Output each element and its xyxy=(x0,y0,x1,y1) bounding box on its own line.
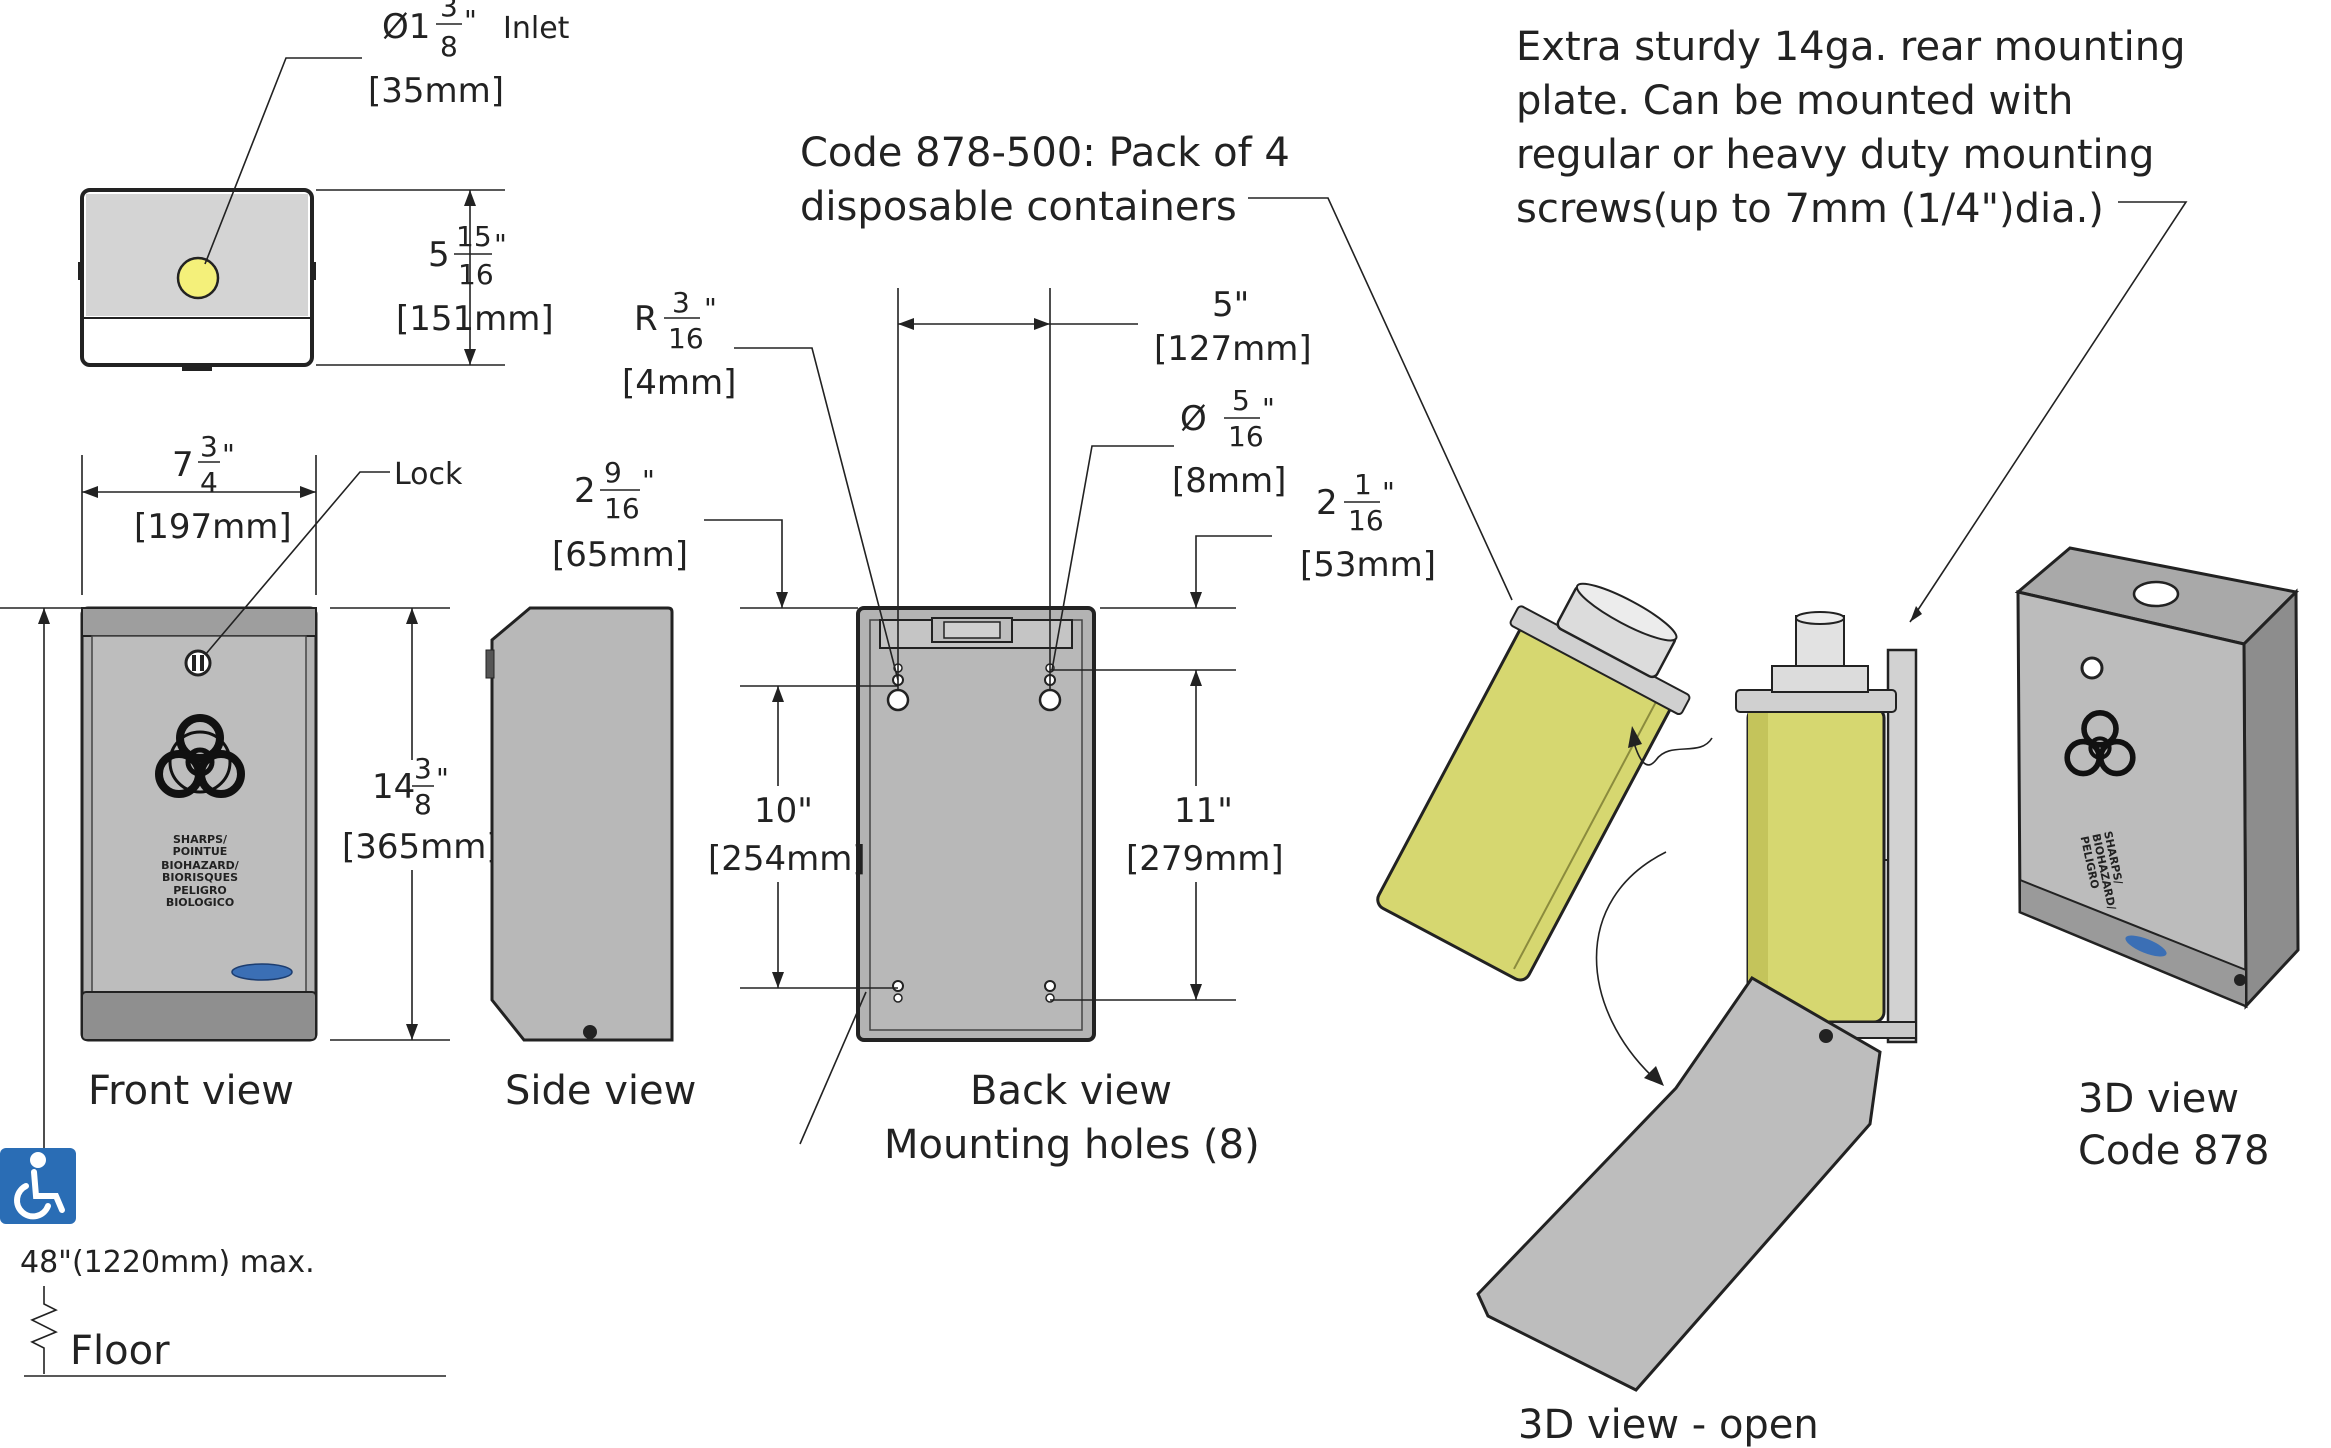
inlet-label: Inlet xyxy=(503,11,570,46)
svg-text:4: 4 xyxy=(200,466,218,499)
mounting-height: 48"(1220mm) max. Floor xyxy=(0,607,446,1377)
svg-text:": " xyxy=(494,228,507,261)
svg-text:16: 16 xyxy=(668,322,704,355)
biohazard-icon xyxy=(155,714,245,798)
front-view: SHARPS/ POINTUE BIOHAZARD/ BIORISQUES PE… xyxy=(80,430,500,1114)
inlet-circle xyxy=(176,256,220,300)
hole-dia-whole: Ø xyxy=(1180,399,1207,439)
svg-text:": " xyxy=(1382,476,1395,509)
inner-height-mm: [254mm] xyxy=(708,839,866,879)
svg-text:3: 3 xyxy=(414,752,432,785)
svg-text:Code 878-500: Pack of 4: Code 878-500: Pack of 4 xyxy=(800,130,1290,176)
inlet-leader xyxy=(204,57,362,265)
back-view-label: Back view xyxy=(970,1068,1172,1114)
inner-height: 10" xyxy=(754,791,813,831)
svg-text:Extra sturdy 14ga. rear mounti: Extra sturdy 14ga. rear mounting xyxy=(1516,24,2185,70)
svg-text:BIOLOGICO: BIOLOGICO xyxy=(166,896,234,909)
radius-whole: R xyxy=(634,299,658,339)
inlet-dia-prefix: Ø1 xyxy=(382,7,430,47)
svg-text:": " xyxy=(436,762,449,795)
open-3d-view: 3D view - open xyxy=(1376,582,1918,1448)
mounting-holes-label: Mounting holes (8) xyxy=(884,1122,1260,1168)
outer-height: 11" xyxy=(1174,791,1233,831)
front-height-whole: 14 xyxy=(372,767,415,807)
svg-text:9: 9 xyxy=(604,456,622,489)
view-3d-label: 3D view xyxy=(2078,1076,2239,1122)
side-view: Side view 2 9 16 " [65mm] xyxy=(485,456,788,1114)
svg-text:SHARPS/: SHARPS/ xyxy=(173,833,228,846)
max-height-label: 48"(1220mm) max. xyxy=(20,1245,315,1280)
top-height-mm: [151mm] xyxy=(396,299,554,339)
svg-text:16: 16 xyxy=(1348,504,1384,537)
top-offset-mm: [53mm] xyxy=(1300,545,1436,585)
side-depth-mm: [65mm] xyxy=(552,535,688,575)
svg-text:3: 3 xyxy=(672,286,690,319)
inlet-den: 8 xyxy=(440,30,458,63)
floor-label: Floor xyxy=(70,1328,170,1374)
svg-text:": " xyxy=(1262,392,1275,425)
svg-text:5: 5 xyxy=(1232,384,1250,417)
mounting-hole xyxy=(1044,980,1056,992)
svg-text:POINTUE: POINTUE xyxy=(173,845,228,858)
front-width-mm: [197mm] xyxy=(134,507,292,547)
top-height-whole: 5 xyxy=(428,235,450,275)
radius-mm: [4mm] xyxy=(622,363,736,403)
mounting-hole xyxy=(892,980,904,992)
svg-text:": " xyxy=(704,292,717,325)
svg-text:": " xyxy=(464,4,477,37)
installed-container xyxy=(1746,706,1886,1024)
svg-text:8: 8 xyxy=(414,788,432,821)
plate-note: Extra sturdy 14ga. rear mounting plate. … xyxy=(1516,24,2188,623)
inlet-num: 3 xyxy=(440,0,458,23)
svg-text:plate. Can be mounted with: plate. Can be mounted with xyxy=(1516,78,2073,124)
front-width-whole: 7 xyxy=(172,445,194,485)
lock-icon xyxy=(184,649,212,677)
outer-height-mm: [279mm] xyxy=(1126,839,1284,879)
open-door xyxy=(1476,976,1882,1392)
hole-dia-mm: [8mm] xyxy=(1172,461,1286,501)
back-view: 5" [127mm] R 3 16 " [4mm] Ø 5 16 " [8mm]… xyxy=(622,285,1436,1168)
side-view-label: Side view xyxy=(505,1068,696,1114)
svg-text:16: 16 xyxy=(604,492,640,525)
svg-text:15: 15 xyxy=(456,220,492,253)
disposable-container xyxy=(1376,582,1691,982)
svg-text:3: 3 xyxy=(200,430,218,463)
side-view-body xyxy=(490,606,674,1042)
svg-text:regular or heavy duty mounting: regular or heavy duty mounting xyxy=(1516,132,2154,178)
svg-text:": " xyxy=(222,438,235,471)
code-878-label: Code 878 xyxy=(2078,1128,2269,1174)
svg-text:": " xyxy=(642,464,655,497)
top-offset-whole: 2 xyxy=(1316,483,1338,523)
hole-spacing: 5" xyxy=(1212,285,1249,325)
hole-spacing-mm: [127mm] xyxy=(1154,329,1312,369)
side-depth-whole: 2 xyxy=(574,471,596,511)
closed-3d-view: SHARPS/ BIOHAZARD/ PELIGRO 3D view Code … xyxy=(2014,546,2300,1174)
front-height-mm: [365mm] xyxy=(342,827,500,867)
top-view: Ø1 3 8 " Inlet [35mm] 5 15 16 " [151mm] xyxy=(78,0,570,371)
svg-text:screws(up to 7mm (1/4")dia.): screws(up to 7mm (1/4")dia.) xyxy=(1516,186,2104,232)
brand-logo xyxy=(231,963,293,981)
code-note: Code 878-500: Pack of 4 disposable conta… xyxy=(800,130,1513,601)
inlet-mm: [35mm] xyxy=(368,71,504,111)
open-3d-view-label: 3D view - open xyxy=(1518,1402,1819,1448)
svg-text:1: 1 xyxy=(1354,468,1372,501)
svg-text:16: 16 xyxy=(458,258,494,291)
front-view-label: Front view xyxy=(88,1068,294,1114)
lock-label: Lock xyxy=(394,457,463,492)
svg-text:PELIGRO: PELIGRO xyxy=(173,884,227,897)
svg-text:BIORISQUES: BIORISQUES xyxy=(162,871,238,884)
svg-text:BIOHAZARD/: BIOHAZARD/ xyxy=(161,859,240,872)
svg-text:disposable containers: disposable containers xyxy=(800,184,1237,230)
svg-text:16: 16 xyxy=(1228,420,1264,453)
